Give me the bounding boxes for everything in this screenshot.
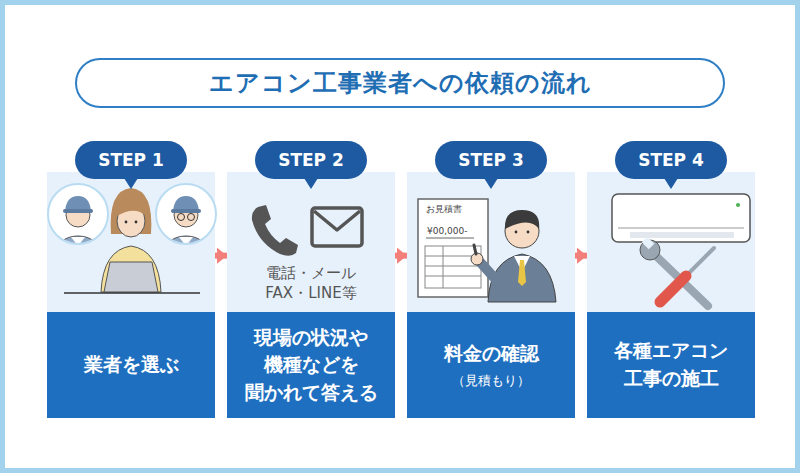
document-text: お見積書: [426, 203, 462, 216]
flow-arrow: [575, 253, 587, 259]
step-panel: 業者を選ぶSTEP 1: [47, 172, 215, 418]
title-text: エアコン工事業者への依頼の流れ: [209, 67, 592, 99]
step-title: 各種エアコン 工事の施工: [595, 337, 747, 392]
step-label: STEP 1: [75, 141, 187, 179]
process-box: 各種エアコン 工事の施工: [587, 312, 755, 418]
step-label: STEP 2: [255, 141, 367, 179]
step-panel: 各種エアコン 工事の施工STEP 4: [587, 172, 755, 418]
process-box: 現場の状況や 機種などを 聞かれて答える: [227, 312, 395, 418]
title-pill: エアコン工事業者への依頼の流れ: [75, 58, 725, 108]
step-title: 現場の状況や 機種などを 聞かれて答える: [235, 324, 387, 407]
process-box: 業者を選ぶ: [47, 312, 215, 418]
contact-methods: 電話・メール FAX・LINE等: [249, 264, 373, 303]
document-text: ¥00,000-: [427, 226, 467, 236]
step-note: （見積もり）: [452, 372, 530, 390]
step-title: 業者を選ぶ: [84, 351, 179, 379]
step-panel: 現場の状況や 機種などを 聞かれて答えるSTEP 2電話・メール FAX・LIN…: [227, 172, 395, 418]
step-label: STEP 3: [435, 141, 547, 179]
flow-arrow: [215, 253, 227, 259]
step-title: 料金の確認: [444, 340, 539, 368]
step-label: STEP 4: [615, 141, 727, 179]
process-box: 料金の確認 （見積もり）: [407, 312, 575, 418]
flow-arrow: [395, 253, 407, 259]
